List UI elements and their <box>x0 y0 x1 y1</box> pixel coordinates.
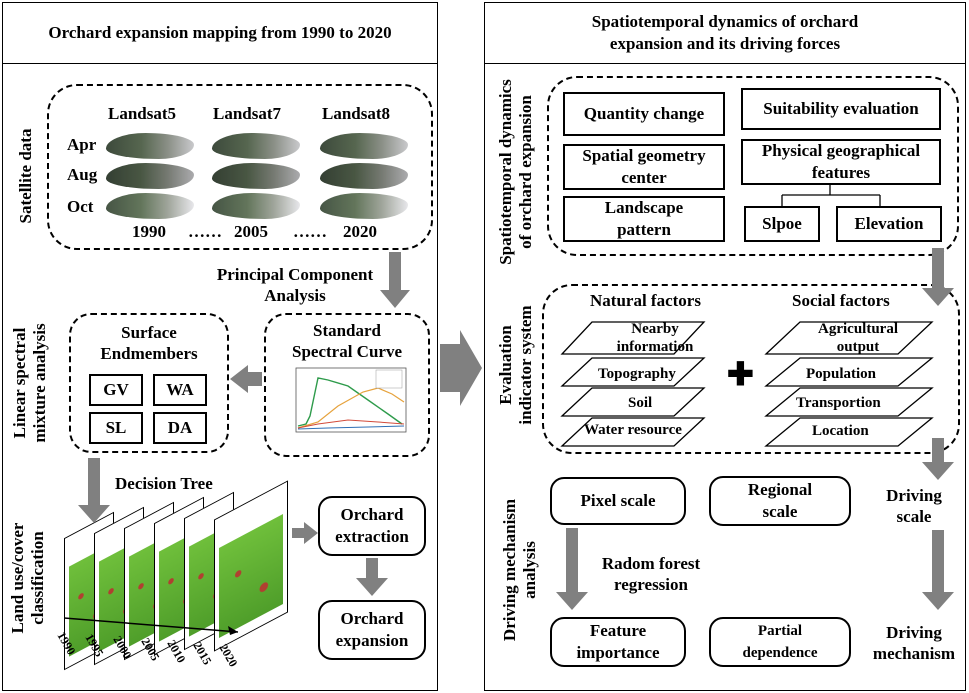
pca-label: Principal Component Analysis <box>216 265 374 305</box>
arrow-down <box>556 528 588 610</box>
satellite-image <box>212 193 300 219</box>
layer-label: Population <box>806 366 877 382</box>
slope-box: Slpoe <box>744 206 820 242</box>
sensor-label: Landsat5 <box>108 104 177 123</box>
layer-label: Location <box>812 423 869 439</box>
layer-label: Agricultural output <box>818 321 898 355</box>
ellipsis: …… <box>293 222 327 241</box>
month-label: Apr <box>67 135 97 154</box>
arrow-down <box>922 438 954 480</box>
satellite-image <box>320 133 408 159</box>
satellite-image <box>320 163 408 189</box>
endmember-da: DA <box>153 412 207 444</box>
dynamics-group <box>547 76 959 256</box>
satellite-image <box>106 163 194 189</box>
driving-scale-label: Driving scale <box>886 486 942 526</box>
right-panel <box>484 2 966 691</box>
layer-label: Topography <box>598 366 676 382</box>
arrow-down <box>922 530 954 610</box>
satellite-image <box>106 193 194 219</box>
spectral-curve-group <box>264 313 430 457</box>
left-panel-title: Orchard expansion mapping from 1990 to 2… <box>2 2 438 64</box>
satellite-image <box>212 133 300 159</box>
decision-tree-label: Decision Tree <box>115 474 213 493</box>
plus-sign: ✚ <box>727 356 754 392</box>
year-label: 2020 <box>343 222 377 241</box>
time-axis <box>63 617 239 635</box>
social-layers <box>764 321 934 447</box>
satellite-image <box>106 133 194 159</box>
elevation-box: Elevation <box>836 206 942 242</box>
driving-mechanism-label: Driving mechanism <box>872 623 956 663</box>
sensor-label: Landsat7 <box>213 104 282 123</box>
arrow-down <box>922 248 954 306</box>
spectral-curve-title: Standard Spectral Curve <box>291 321 402 361</box>
natural-factors-title: Natural factors <box>590 291 701 310</box>
layer-label: Soil <box>628 395 653 411</box>
endmembers-title: Surface Endmembers <box>100 323 198 363</box>
indicator-group <box>542 284 960 454</box>
tree-connector <box>781 185 881 207</box>
sensor-label: Landsat8 <box>322 104 391 123</box>
endmember-gv: GV <box>89 374 143 406</box>
layer-label: Water resource <box>584 422 682 438</box>
endmember-sl: SL <box>89 412 143 444</box>
suitability-box: Suitability evaluation <box>741 88 941 130</box>
arrow-left <box>230 365 262 393</box>
endmembers-group <box>69 313 229 453</box>
quantity-change-box: Quantity change <box>563 92 725 136</box>
satellite-image <box>320 193 408 219</box>
arrow-down <box>356 558 388 596</box>
arrow-right <box>292 522 318 544</box>
year-label: 1990 <box>132 222 166 241</box>
social-factors-title: Social factors <box>792 291 890 310</box>
arrow-down <box>78 458 110 523</box>
arrow-right-large <box>440 330 482 406</box>
year-label: 2005 <box>234 222 268 241</box>
left-panel <box>2 2 438 691</box>
month-label: Aug <box>67 165 98 184</box>
month-label: Oct <box>67 197 94 216</box>
layer-label: Transportion <box>796 395 881 411</box>
satellite-group <box>47 84 433 250</box>
satellite-image <box>212 163 300 189</box>
random-forest-label: Radom forest regression <box>601 554 701 594</box>
natural-layers <box>560 321 706 447</box>
arrow-down <box>380 252 410 308</box>
endmember-wa: WA <box>153 374 207 406</box>
ellipsis: …… <box>188 222 222 241</box>
pixel-scale-box: Pixel scale <box>550 477 686 525</box>
layer-label: Nearby information <box>616 321 694 355</box>
spectral-curve-plot <box>295 367 407 433</box>
